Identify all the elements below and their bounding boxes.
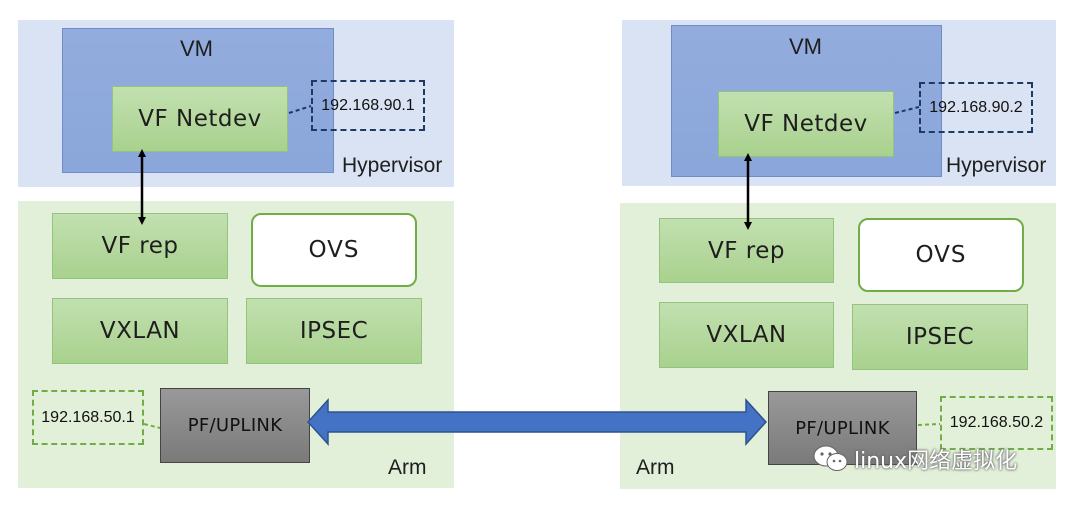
wechat-icon [813, 445, 848, 471]
left-uplink-ip-leader [143, 423, 161, 429]
right-ipsec-box: IPSEC [852, 304, 1028, 370]
left-vxlan-box: VXLAN [52, 298, 228, 364]
left-ovs-box: OVS [251, 213, 417, 287]
right-vm-ip-leader [894, 106, 920, 114]
left-arm-label: Arm [388, 456, 427, 479]
right-uplink-ip-box: 192.168.50.2 [940, 396, 1053, 450]
right-hypervisor-label: Hypervisor [946, 154, 1047, 177]
left-vm-ip-leader [288, 105, 312, 114]
left-pf-uplink-box: PF/UPLINK [160, 388, 310, 463]
left-ipsec-box: IPSEC [246, 298, 422, 364]
right-vf-netdev-box: VF Netdev [718, 91, 894, 157]
uplink-link-arrow [306, 398, 768, 446]
right-vm-ip-box: 192.168.90.2 [919, 82, 1033, 133]
right-uplink-ip-leader [917, 423, 941, 426]
left-uplink-ip-box: 192.168.50.1 [32, 390, 144, 445]
right-vxlan-box: VXLAN [659, 302, 834, 368]
left-hypervisor-label: Hypervisor [342, 154, 443, 177]
watermark: linux网络虚拟化 [812, 443, 1017, 475]
watermark-text: linux网络虚拟化 [854, 449, 1018, 474]
right-arm-label: Arm [636, 456, 675, 479]
left-vm-label: VM [180, 36, 213, 61]
right-pf-uplink-box: PF/UPLINK [768, 391, 917, 465]
left-vf-netdev-box: VF Netdev [112, 86, 288, 152]
left-vm-ip-box: 192.168.90.1 [311, 80, 425, 131]
right-vm-label: VM [789, 34, 822, 59]
right-ovs-box: OVS [858, 218, 1024, 292]
